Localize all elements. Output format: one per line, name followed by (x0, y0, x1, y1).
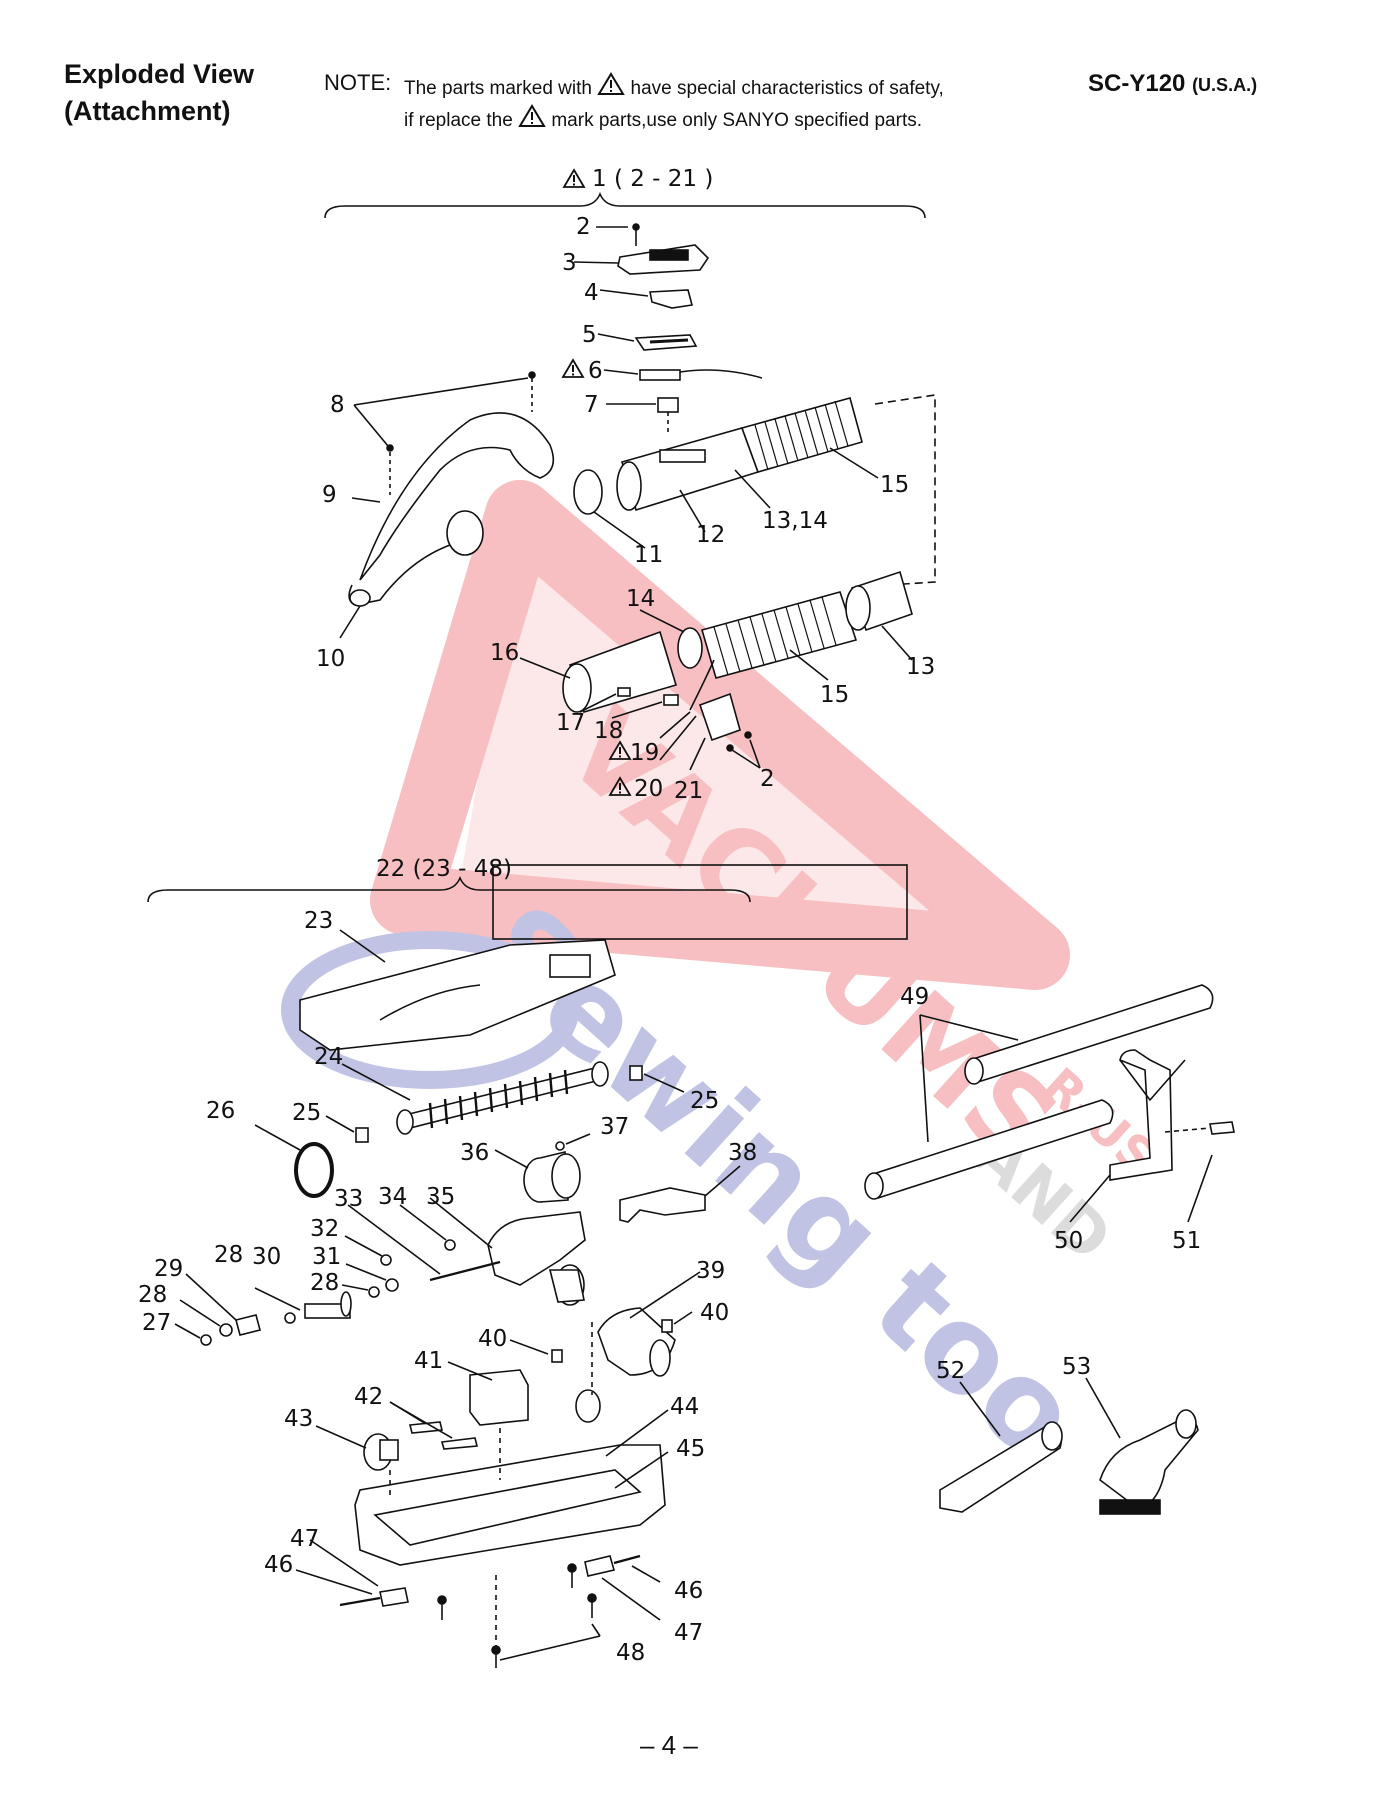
part-label: 30 (252, 1244, 281, 1270)
part-label: 13,14 (762, 508, 828, 534)
part-label: 21 (674, 778, 703, 804)
part-label: 40 (700, 1300, 729, 1326)
callout-box (492, 864, 908, 940)
part-label: 15 (880, 472, 909, 498)
part-label: 35 (426, 1184, 455, 1210)
part-label: 52 (936, 1358, 965, 1384)
note-line-2-pre: if replace the (404, 110, 513, 131)
part-label: 47 (674, 1620, 703, 1646)
page-number: – 4 – (640, 1730, 698, 1760)
part-label: 27 (142, 1310, 171, 1336)
drawing-lines (147, 191, 1235, 1668)
part-label: 48 (616, 1640, 645, 1666)
part-label: 28 (310, 1270, 339, 1296)
part-label: 29 (154, 1256, 183, 1282)
watermark-triangle (370, 480, 1070, 990)
page-title: Exploded View (Attachment) (64, 56, 254, 130)
part-label: 25 (690, 1088, 719, 1114)
part-label: 6 (588, 358, 603, 384)
part-label: 3 (562, 250, 577, 276)
model-number: SC-Y120 (U.S.A.) (1088, 70, 1257, 98)
group-22-brace (147, 875, 751, 903)
part-label: 25 (292, 1100, 321, 1126)
part-label: 5 (582, 322, 597, 348)
part-label: 10 (316, 646, 345, 672)
part-label: 39 (696, 1258, 725, 1284)
part-label: 44 (670, 1394, 699, 1420)
title-line-1: Exploded View (64, 59, 255, 89)
part-label: 20 (634, 776, 663, 802)
part-label: 40 (478, 1326, 507, 1352)
part-label: 4 (584, 280, 599, 306)
group-label-1: 1 ( 2 - 21 ) (592, 166, 713, 192)
part-label: 2 (576, 214, 591, 240)
part-label: 11 (634, 542, 663, 568)
watermark-swoosh (281, 931, 579, 1089)
part-label: 26 (206, 1098, 235, 1124)
part-label: 46 (674, 1578, 703, 1604)
part-label: 38 (728, 1140, 757, 1166)
part-label: 7 (584, 392, 599, 418)
note-line-2: if replace the mark parts,use only SANYO… (404, 104, 922, 132)
group-1-brace (324, 191, 926, 219)
part-label: 14 (626, 586, 655, 612)
part-label: 50 (1054, 1228, 1083, 1254)
part-labels: 2 3 4 5 6 7 8 9 10 11 12 13,14 15 14 16 … (138, 214, 1201, 1666)
note-line-2-post: mark parts,use only SANYO specified part… (551, 110, 923, 131)
note-line-1-post: have special characteristics of safety, (630, 78, 944, 99)
model-region: (U.S.A.) (1192, 75, 1258, 95)
part-label: 46 (264, 1552, 293, 1578)
part-label: 8 (330, 392, 345, 418)
warning-triangle-icon (597, 72, 626, 95)
group-label-22: 22 (23 - 48) (376, 856, 512, 882)
model-name: SC-Y120 (1088, 70, 1186, 97)
title-line-2: (Attachment) (64, 96, 231, 126)
part-label: 43 (284, 1406, 313, 1432)
part-label: 28 (214, 1242, 243, 1268)
part-label: 53 (1062, 1354, 1091, 1380)
part-label: 45 (676, 1436, 705, 1462)
part-label: 2 (760, 766, 775, 792)
part-label: 19 (630, 740, 659, 766)
part-label: 28 (138, 1282, 167, 1308)
part-label: 23 (304, 908, 333, 934)
part-label: 51 (1172, 1228, 1201, 1254)
part-label: 33 (334, 1186, 363, 1212)
warning-triangle-icon (518, 104, 546, 127)
part-label: 41 (414, 1348, 443, 1374)
part-label: 42 (354, 1384, 383, 1410)
note-line-1-pre: The parts marked with (404, 78, 592, 99)
part-label: 47 (290, 1526, 319, 1552)
part-label: 49 (900, 984, 929, 1010)
part-label: 36 (460, 1140, 489, 1166)
part-label: 9 (322, 482, 337, 508)
part-label: 12 (696, 522, 725, 548)
part-label: 32 (310, 1216, 339, 1242)
note-label: NOTE: (324, 70, 392, 95)
part-label: 17 (556, 710, 585, 736)
part-label: 31 (312, 1244, 341, 1270)
part-label: 34 (378, 1184, 407, 1210)
part-label: 15 (820, 682, 849, 708)
part-label: 16 (490, 640, 519, 666)
part-label: 37 (600, 1114, 629, 1140)
part-label: 24 (314, 1044, 343, 1070)
part-label: 13 (906, 654, 935, 680)
part-label: 18 (594, 718, 623, 744)
note-line-1: The parts marked with have special chara… (404, 72, 944, 100)
